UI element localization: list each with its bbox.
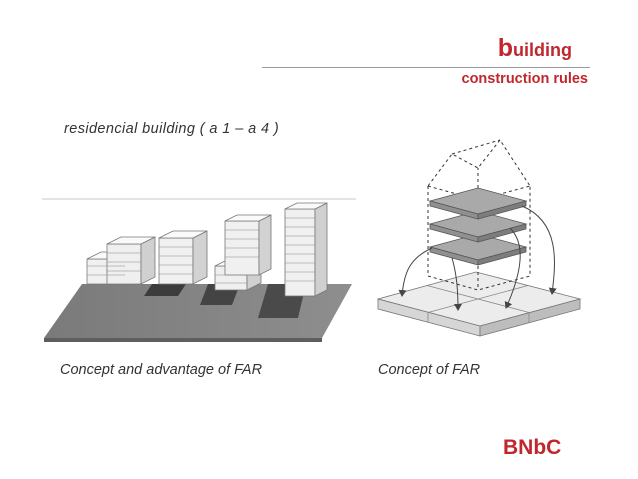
site-base [376,271,582,337]
slide-title: building [498,34,572,63]
caption-right: Concept of FAR [378,362,481,378]
title-first-letter: b [497,34,514,62]
slide-subtitle: construction rules [461,71,589,87]
building-a3 [214,214,272,291]
building-a2 [158,230,208,285]
section-heading: residencial building ( a 1 – a 4 ) [64,121,280,137]
far-arrows [398,205,557,311]
building-a4 [284,202,328,297]
caption-left: Concept and advantage of FAR [60,362,263,378]
title-divider [262,67,590,68]
logo: BNbC [503,436,562,459]
building-a1 [86,236,156,285]
title-rest: uilding [513,40,572,60]
ground-plate-edge [44,338,322,342]
floor-plates [428,187,528,266]
plot-2 [144,284,186,296]
